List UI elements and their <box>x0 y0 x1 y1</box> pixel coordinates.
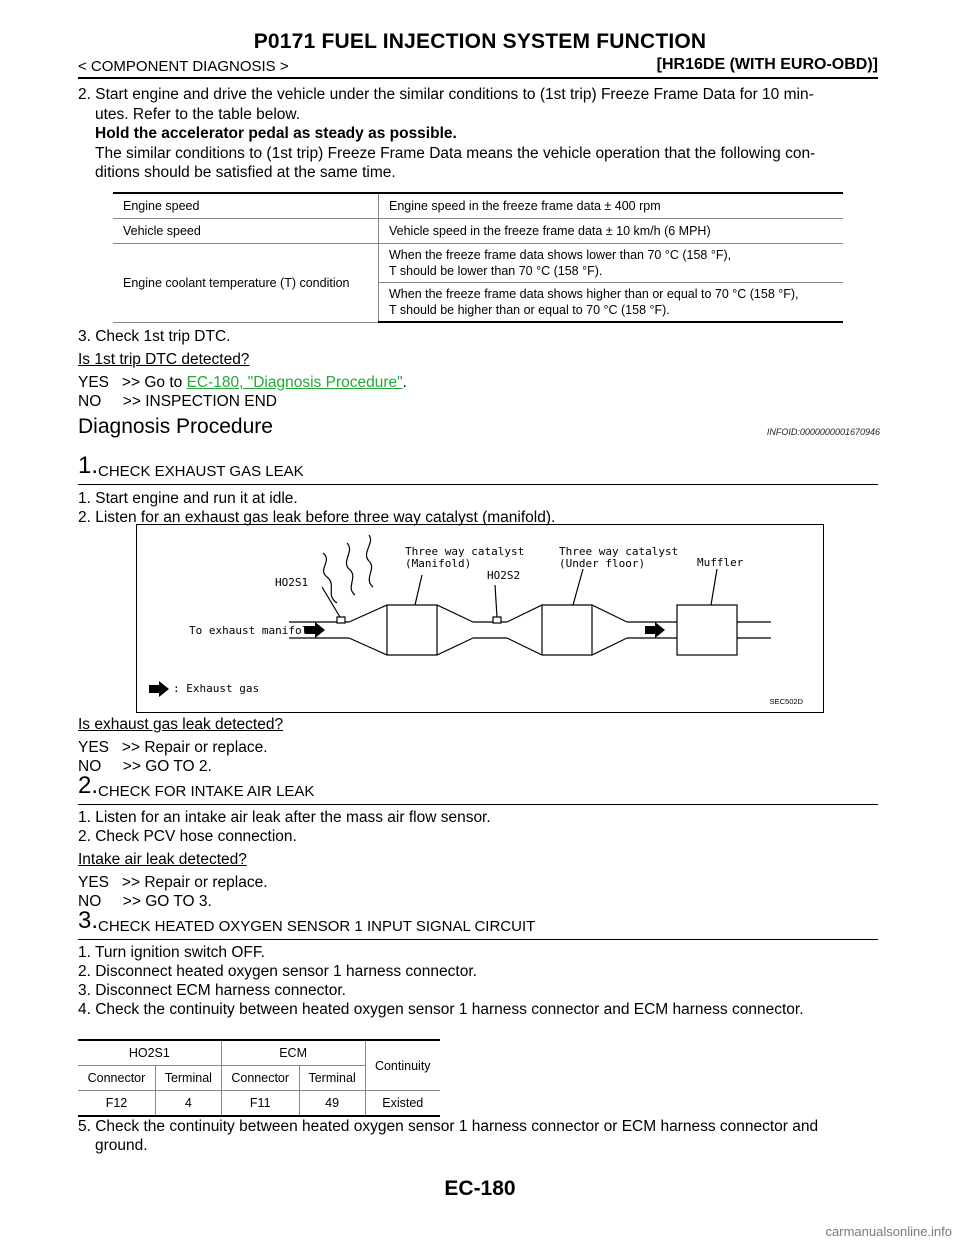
answer-no: NO >> GO TO 3. <box>78 893 212 910</box>
step-instruction: 3. Disconnect ECM harness connector. <box>78 982 346 999</box>
step-number: 2. <box>78 772 99 799</box>
label-line: (Manifold) <box>405 557 472 570</box>
answer-no: NO >> GO TO 2. <box>78 758 212 775</box>
page-title: P0171 FUEL INJECTION SYSTEM FUNCTION <box>253 30 707 53</box>
info-id: INFOID:0000000001670946 <box>766 427 880 437</box>
table-header: Connector <box>220 1065 300 1091</box>
diagram-label-ho2s2: HO2S2 <box>487 569 521 582</box>
label-line: (Under floor) <box>559 557 646 570</box>
step-instruction: 2. Listen for an exhaust gas leak before… <box>78 509 556 526</box>
table-cell: F12 <box>78 1090 156 1117</box>
step-3-header: 3. CHECK HEATED OXYGEN SENSOR 1 INPUT SI… <box>78 907 878 940</box>
diagram-code: SEC502D <box>769 697 803 706</box>
diagram-label-floor-catalyst: Three way catalyst (Under floor) <box>559 546 678 570</box>
answer-yes: YES >> Go to EC-180, "Diagnosis Procedur… <box>78 373 407 393</box>
step-1-header: 1. CHECK EXHAUST GAS LEAK <box>78 452 878 485</box>
cell-line: When the freeze frame data shows lower t… <box>389 248 732 262</box>
step-instruction: ground. <box>95 1137 148 1154</box>
diagram-label-muffler: Muffler <box>697 556 744 569</box>
table-header: Terminal <box>154 1065 222 1091</box>
label-line: Three way catalyst <box>405 545 525 558</box>
step-2-text: 2. Start engine and drive the vehicle un… <box>78 85 883 183</box>
table-cell: Engine coolant temperature (T) condition <box>113 243 379 323</box>
question-text: Intake air leak detected? <box>78 851 247 868</box>
answer-label: YES >> Go to <box>78 374 187 391</box>
table-cell: When the freeze frame data shows lower t… <box>378 243 843 283</box>
step-number: 3. <box>78 907 99 934</box>
answer-suffix: . <box>402 374 407 391</box>
question-text: Is 1st trip DTC detected? <box>78 351 250 368</box>
step-instruction: 2. Check PCV hose connection. <box>78 828 297 845</box>
question-text: Is exhaust gas leak detected? <box>78 716 284 733</box>
table-cell: F11 <box>220 1090 300 1117</box>
step-2-line: 2. Start engine and drive the vehicle un… <box>78 86 814 103</box>
table-cell: Engine speed <box>113 192 379 219</box>
table-row: HO2S1 ECM Continuity <box>78 1039 440 1091</box>
answer-yes: YES >> Repair or replace. <box>78 874 268 891</box>
table-header: HO2S1 <box>78 1039 222 1066</box>
step-instruction: 1. Start engine and run it at idle. <box>78 490 298 507</box>
step-2-line: The similar conditions to (1st trip) Fre… <box>95 144 816 162</box>
diagram-label-manifold-catalyst: Three way catalyst (Manifold) <box>405 546 524 570</box>
step-instruction: 2. Disconnect heated oxygen sensor 1 har… <box>78 963 477 980</box>
answer-yes: YES >> Repair or replace. <box>78 739 268 756</box>
exhaust-system-diagram: Three way catalyst (Manifold) Three way … <box>136 524 824 713</box>
table-cell: When the freeze frame data shows higher … <box>378 282 843 323</box>
step-title: CHECK EXHAUST GAS LEAK <box>98 463 304 480</box>
table-row: Connector Terminal Connector Terminal <box>78 1065 440 1091</box>
table-header: Connector <box>78 1065 156 1091</box>
watermark: carmanualsonline.info <box>825 1224 952 1239</box>
step-2-line: utes. Refer to the table below. <box>95 105 301 123</box>
step-2-header: 2. CHECK FOR INTAKE AIR LEAK <box>78 772 878 805</box>
diagram-legend: : Exhaust gas <box>173 682 260 695</box>
step-instruction: 1. Turn ignition switch OFF. <box>78 944 265 961</box>
table-cell: Existed <box>364 1090 440 1117</box>
table-row: Engine speed Engine speed in the freeze … <box>113 192 843 219</box>
table-header: Terminal <box>298 1065 366 1091</box>
table-cell: 49 <box>298 1090 366 1117</box>
page-number: EC-180 <box>444 1177 516 1200</box>
answer-no: NO >> INSPECTION END <box>78 393 277 410</box>
diagnosis-procedure-link[interactable]: EC-180, "Diagnosis Procedure" <box>186 374 403 391</box>
table-row: F12 4 F11 49 Existed <box>78 1090 440 1117</box>
cell-line: When the freeze frame data shows higher … <box>389 287 799 301</box>
model-label: [HR16DE (WITH EURO-OBD)] <box>656 56 878 73</box>
exhaust-drawing <box>149 534 771 697</box>
table-header: ECM <box>220 1039 366 1066</box>
step-title: CHECK HEATED OXYGEN SENSOR 1 INPUT SIGNA… <box>98 918 536 935</box>
table-cell: Engine speed in the freeze frame data ± … <box>378 192 843 219</box>
step-instruction: 4. Check the continuity between heated o… <box>78 1001 804 1018</box>
table-cell: Vehicle speed in the freeze frame data ±… <box>378 218 843 244</box>
step-title: CHECK FOR INTAKE AIR LEAK <box>98 783 315 800</box>
step-3-text: 3. Check 1st trip DTC. <box>78 328 231 345</box>
step-2-line: ditions should be satisfied at the same … <box>95 164 396 181</box>
step-instruction: 1. Listen for an intake air leak after t… <box>78 809 491 826</box>
step-instruction: 5. Check the continuity between heated o… <box>78 1118 819 1135</box>
table-row: Engine coolant temperature (T) condition… <box>113 243 843 323</box>
table-cell: 4 <box>154 1090 222 1117</box>
section-heading: Diagnosis Procedure <box>78 415 273 438</box>
table-row: Vehicle speed Vehicle speed in the freez… <box>113 218 843 244</box>
diagram-label-to-manifold: To exhaust manifold <box>189 624 315 637</box>
step-number: 1. <box>78 452 99 479</box>
header-rule <box>78 77 878 79</box>
diagram-label-ho2s1: HO2S1 <box>275 576 309 589</box>
freeze-frame-table: Engine speed Engine speed in the freeze … <box>113 192 843 323</box>
table-cell: Vehicle speed <box>113 218 379 244</box>
continuity-table: HO2S1 ECM Continuity Connector Terminal … <box>78 1039 440 1117</box>
section-label: < COMPONENT DIAGNOSIS > <box>78 58 289 75</box>
table-row: When the freeze frame data shows higher … <box>113 282 843 323</box>
cell-line: T should be lower than 70 °C (158 °F). <box>389 264 603 278</box>
step-2-warning: Hold the accelerator pedal as steady as … <box>95 125 457 142</box>
cell-line: T should be higher than or equal to 70 °… <box>389 303 670 317</box>
table-header: Continuity <box>364 1039 440 1091</box>
label-line: Three way catalyst <box>559 545 679 558</box>
